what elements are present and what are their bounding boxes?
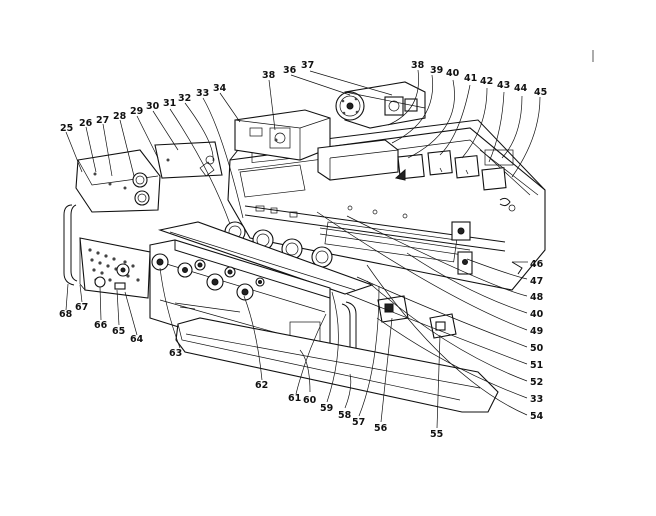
callout-59: 59: [320, 403, 333, 414]
callout-28: 28: [113, 111, 127, 122]
callout-37: 37: [301, 60, 314, 71]
perforated-bracket: [79, 237, 151, 299]
perforation-dots: [88, 248, 140, 282]
callout-64: 64: [130, 334, 144, 345]
callout-60: 60: [303, 395, 317, 406]
callout-29: 29: [130, 106, 143, 117]
callout-32: 32: [178, 93, 191, 104]
callout-45: 45: [534, 87, 547, 98]
callout-30: 30: [146, 101, 160, 112]
callout-49: 49: [530, 326, 543, 337]
callout-42: 42: [480, 76, 493, 87]
callout-43: 43: [497, 80, 510, 91]
left-end-handle: [63, 204, 78, 286]
callout-68: 68: [59, 309, 73, 320]
callout-66: 66: [94, 320, 108, 331]
callout-65: 65: [112, 326, 125, 337]
callout-36: 36: [283, 65, 297, 76]
callout-55: 55: [430, 429, 443, 440]
callout-62: 62: [255, 380, 268, 391]
callout-46: 46: [530, 259, 544, 270]
callout-54: 54: [530, 411, 544, 422]
callout-25: 25: [60, 123, 73, 134]
callout-48: 48: [530, 292, 544, 303]
callout-50: 50: [530, 343, 544, 354]
left-control-plate: [75, 149, 161, 213]
callout-44: 44: [514, 83, 528, 94]
callout-56: 56: [374, 423, 388, 434]
housing-knobs: [151, 253, 265, 301]
callout-31: 31: [163, 98, 176, 109]
callout-40-top: 40: [446, 68, 460, 79]
clock-mechanism: [335, 81, 426, 129]
callout-27: 27: [96, 115, 109, 126]
callout-41: 41: [464, 73, 477, 84]
lower-control-housing: [149, 239, 331, 366]
callout-labels: 25 26 27 28 29 30 31 32 33 34 38 36 37 3…: [59, 60, 547, 440]
mid-plate: [154, 141, 223, 179]
callout-51: 51: [530, 360, 543, 371]
upper-bracket: [234, 109, 331, 161]
callout-58: 58: [338, 410, 352, 421]
callout-57: 57: [352, 417, 365, 428]
callout-39: 39: [430, 65, 443, 76]
callout-33-top: 33: [196, 88, 209, 99]
callout-47: 47: [530, 276, 543, 287]
callout-61: 61: [288, 393, 301, 404]
leader-lines: [65, 69, 541, 429]
callout-33-right: 33: [530, 394, 543, 405]
callout-63: 63: [169, 348, 182, 359]
callout-67: 67: [75, 302, 88, 313]
callout-38-right: 38: [411, 60, 425, 71]
timer-module: [317, 139, 399, 181]
callout-38-left: 38: [262, 70, 276, 81]
switch-row: [394, 149, 514, 191]
callout-26: 26: [79, 118, 93, 129]
callout-52: 52: [530, 377, 543, 388]
callout-40-right: 40: [530, 309, 544, 320]
callout-34: 34: [213, 83, 227, 94]
